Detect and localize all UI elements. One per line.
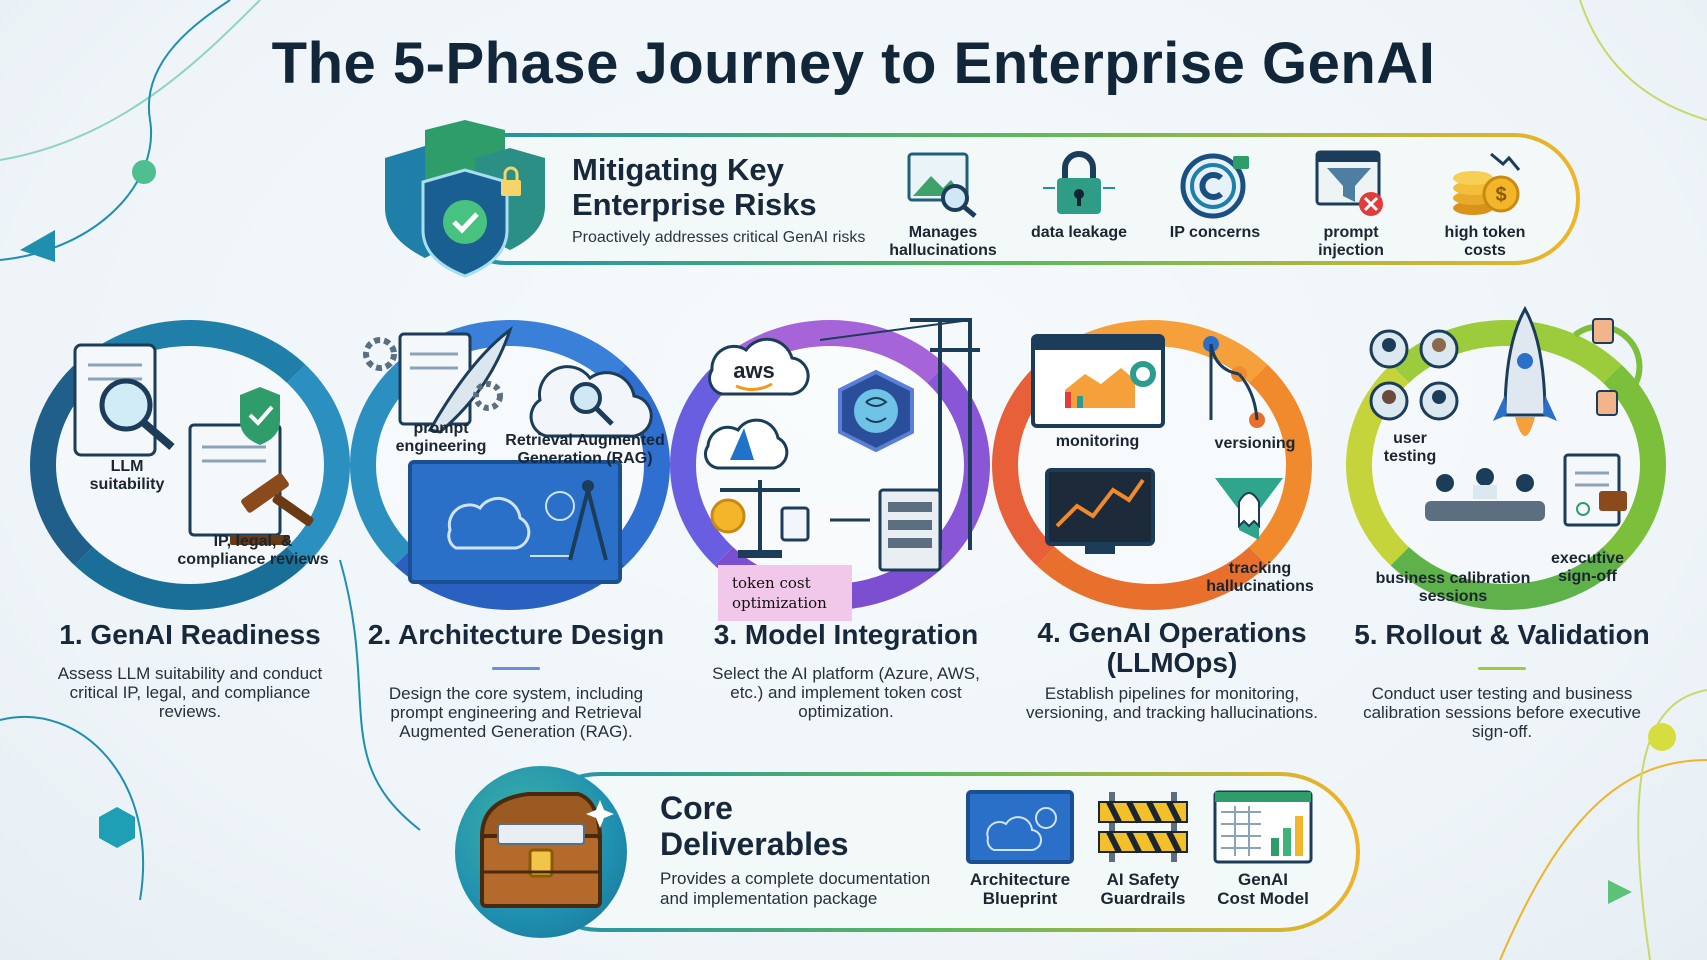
aws-logo-text: aws — [733, 358, 775, 383]
risk-banner — [440, 133, 1580, 265]
label-monitoring: monitoring — [1055, 433, 1140, 450]
risk-label: injection — [1318, 242, 1384, 259]
phase-1-illustration — [73, 343, 314, 545]
risk-label: hallucinations — [889, 242, 997, 259]
deliverables-heading-line1: Core — [660, 790, 733, 826]
padlock-icon — [1043, 151, 1115, 214]
label-ip-legal: IP, legal, &compliance reviews — [177, 533, 329, 568]
deliverable-label: Architecture — [969, 870, 1071, 889]
treasure-chest-icon — [479, 792, 614, 908]
phase-2-illustration — [363, 325, 653, 584]
risk-subtitle: Proactively addresses critical GenAI ris… — [572, 229, 866, 246]
deliverable-label: AI Safety — [1106, 870, 1180, 889]
risk-item-hallucinations: Manages hallucinations — [878, 148, 1008, 260]
phase-2-accent — [492, 667, 540, 670]
risk-label: prompt — [1323, 224, 1379, 241]
hallucination-image-icon — [907, 152, 977, 218]
phase-5-illustration — [1369, 305, 1643, 527]
risk-label: IP concerns — [1169, 224, 1261, 241]
risk-heading-line1: Mitigating Key — [572, 152, 784, 187]
deliverable-ai-safety-guardrails: AI Safety Guardrails — [1078, 788, 1208, 908]
label-versioning: versioning — [1214, 435, 1296, 452]
blueprint-icon — [966, 790, 1074, 864]
deliverable-label: Blueprint — [982, 889, 1058, 908]
phase-4-title-line2: (LLMOps) — [1106, 647, 1238, 678]
phase-2-desc: Design the core system, including prompt… — [388, 684, 644, 741]
risk-heading: Mitigating Key Enterprise Risks — [572, 152, 892, 222]
barrier-icon — [1098, 792, 1188, 862]
phase-1-title: 1. GenAI Readiness — [59, 619, 321, 650]
page-title: The 5-Phase Journey to Enterprise GenAI — [271, 31, 1436, 96]
coins-icon: $ — [1453, 152, 1521, 215]
phase-5-desc: Conduct user testing and business calibr… — [1363, 684, 1641, 741]
risk-item-ip-concerns: IP concerns — [1150, 148, 1280, 242]
phase-4-illustration — [1031, 334, 1283, 554]
phase-5-accent — [1478, 667, 1526, 670]
deliverables-heading-line2: Deliverables — [660, 826, 849, 862]
risk-label: Manages — [908, 224, 978, 241]
copyright-icon — [1180, 153, 1249, 219]
phase-4-title-line1: 4. GenAI Operations — [1037, 617, 1307, 648]
svg-text:$: $ — [1495, 184, 1506, 206]
risk-heading-line2: Enterprise Risks — [572, 187, 817, 222]
risk-item-token-costs: $ high token costs — [1420, 148, 1550, 260]
spreadsheet-chart-icon — [1213, 790, 1313, 864]
deliverable-label: Cost Model — [1217, 889, 1309, 908]
phase-3-title: 3. Model Integration — [713, 619, 979, 650]
phase-5-title: 5. Rollout & Validation — [1354, 619, 1650, 650]
phase-3-illustration: aws — [703, 318, 980, 572]
shield-cluster-icon — [385, 120, 545, 278]
risk-item-data-leakage: data leakage — [1014, 148, 1144, 242]
phase-3-desc: Select the AI platform (Azure, AWS, etc.… — [712, 664, 980, 721]
token-cost-tag: token cost optimization — [718, 565, 852, 621]
phase-2-title: 2. Architecture Design — [367, 619, 665, 650]
deliverable-architecture-blueprint: Architecture Blueprint — [955, 788, 1085, 908]
deliverable-label: GenAI — [1237, 870, 1289, 889]
risk-label: data leakage — [1030, 224, 1128, 241]
risk-item-prompt-injection: prompt injection — [1286, 148, 1416, 260]
phase-4-title: 4. GenAI Operations (LLMOps) — [1012, 618, 1332, 678]
deliverables-subtitle: Provides a complete documentation and im… — [660, 869, 931, 908]
deliverable-genai-cost-model: GenAI Cost Model — [1198, 788, 1328, 908]
phase-1-desc: Assess LLM suitability and conduct criti… — [57, 664, 323, 721]
risk-label: costs — [1464, 242, 1506, 259]
deliverable-label: Guardrails — [1100, 889, 1186, 908]
risk-label: high token — [1444, 224, 1526, 241]
phase-4-desc: Establish pipelines for monitoring, vers… — [1025, 684, 1318, 722]
filter-block-icon — [1315, 150, 1383, 216]
deliverables-heading: Core Deliverables — [660, 790, 849, 862]
